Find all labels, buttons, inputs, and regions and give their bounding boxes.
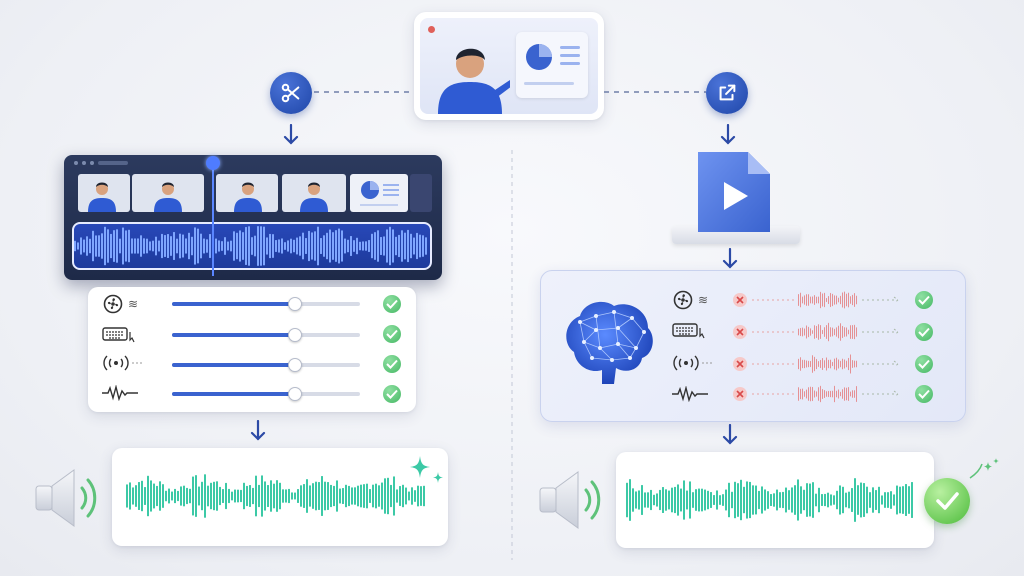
x-icon	[733, 293, 747, 307]
timeline-thumb[interactable]	[282, 174, 346, 212]
arrow-down-icon	[722, 424, 738, 445]
video-file-icon[interactable]	[694, 148, 774, 236]
check-badge-icon	[924, 478, 970, 524]
timeline-thumb[interactable]	[132, 174, 204, 212]
noise-slider[interactable]	[172, 358, 360, 372]
keyboard-icon	[102, 327, 135, 343]
timeline-thumb[interactable]	[216, 174, 278, 212]
x-icon	[733, 325, 747, 339]
noise-slider[interactable]	[172, 297, 360, 311]
noise-slider[interactable]	[172, 387, 360, 401]
brain-network-icon	[566, 301, 653, 384]
check-icon	[383, 355, 401, 373]
playhead[interactable]	[212, 158, 214, 276]
speaker-icon	[539, 471, 601, 529]
x-icon	[733, 357, 747, 371]
check-icon	[915, 355, 933, 373]
playhead-handle[interactable]	[206, 156, 220, 170]
arrow-down-icon	[720, 124, 736, 145]
scissors-icon[interactable]	[270, 72, 312, 114]
speaker-icon	[35, 469, 97, 527]
noise-waveform	[752, 385, 899, 403]
presenter-slide-icon	[420, 18, 598, 114]
sparkle-icon	[410, 456, 443, 483]
check-icon	[915, 385, 933, 403]
noise-waveform	[752, 322, 899, 342]
arrow-down-icon	[283, 124, 299, 145]
timeline-thumb[interactable]	[350, 174, 408, 212]
broadcast-icon	[673, 355, 714, 371]
arrow-down-icon	[250, 420, 266, 441]
wind-icon: ≋	[698, 293, 709, 307]
timeline-thumb[interactable]	[78, 174, 130, 212]
fan-icon	[673, 290, 693, 310]
check-icon	[383, 295, 401, 313]
fan-icon	[103, 294, 123, 314]
clean-audio-card	[616, 452, 934, 548]
wind-icon: ≋	[128, 297, 139, 311]
check-icon	[915, 291, 933, 309]
broadcast-icon	[103, 355, 144, 371]
noise-waveform	[752, 291, 899, 309]
clean-audio-card	[112, 448, 448, 546]
x-icon	[733, 387, 747, 401]
keyboard-icon	[672, 323, 705, 339]
waveform-icon	[102, 385, 138, 401]
noise-control-panel	[88, 287, 416, 412]
check-icon	[915, 323, 933, 341]
noise-slider[interactable]	[172, 328, 360, 342]
check-icon	[383, 325, 401, 343]
sparkle-icon	[969, 458, 999, 479]
arrow-down-icon	[722, 248, 738, 269]
audio-track[interactable]	[72, 222, 432, 270]
waveform-icon	[672, 386, 708, 402]
presenter-card	[414, 12, 604, 120]
noise-waveform	[752, 354, 899, 374]
check-icon	[383, 385, 401, 403]
share-icon[interactable]	[706, 72, 748, 114]
